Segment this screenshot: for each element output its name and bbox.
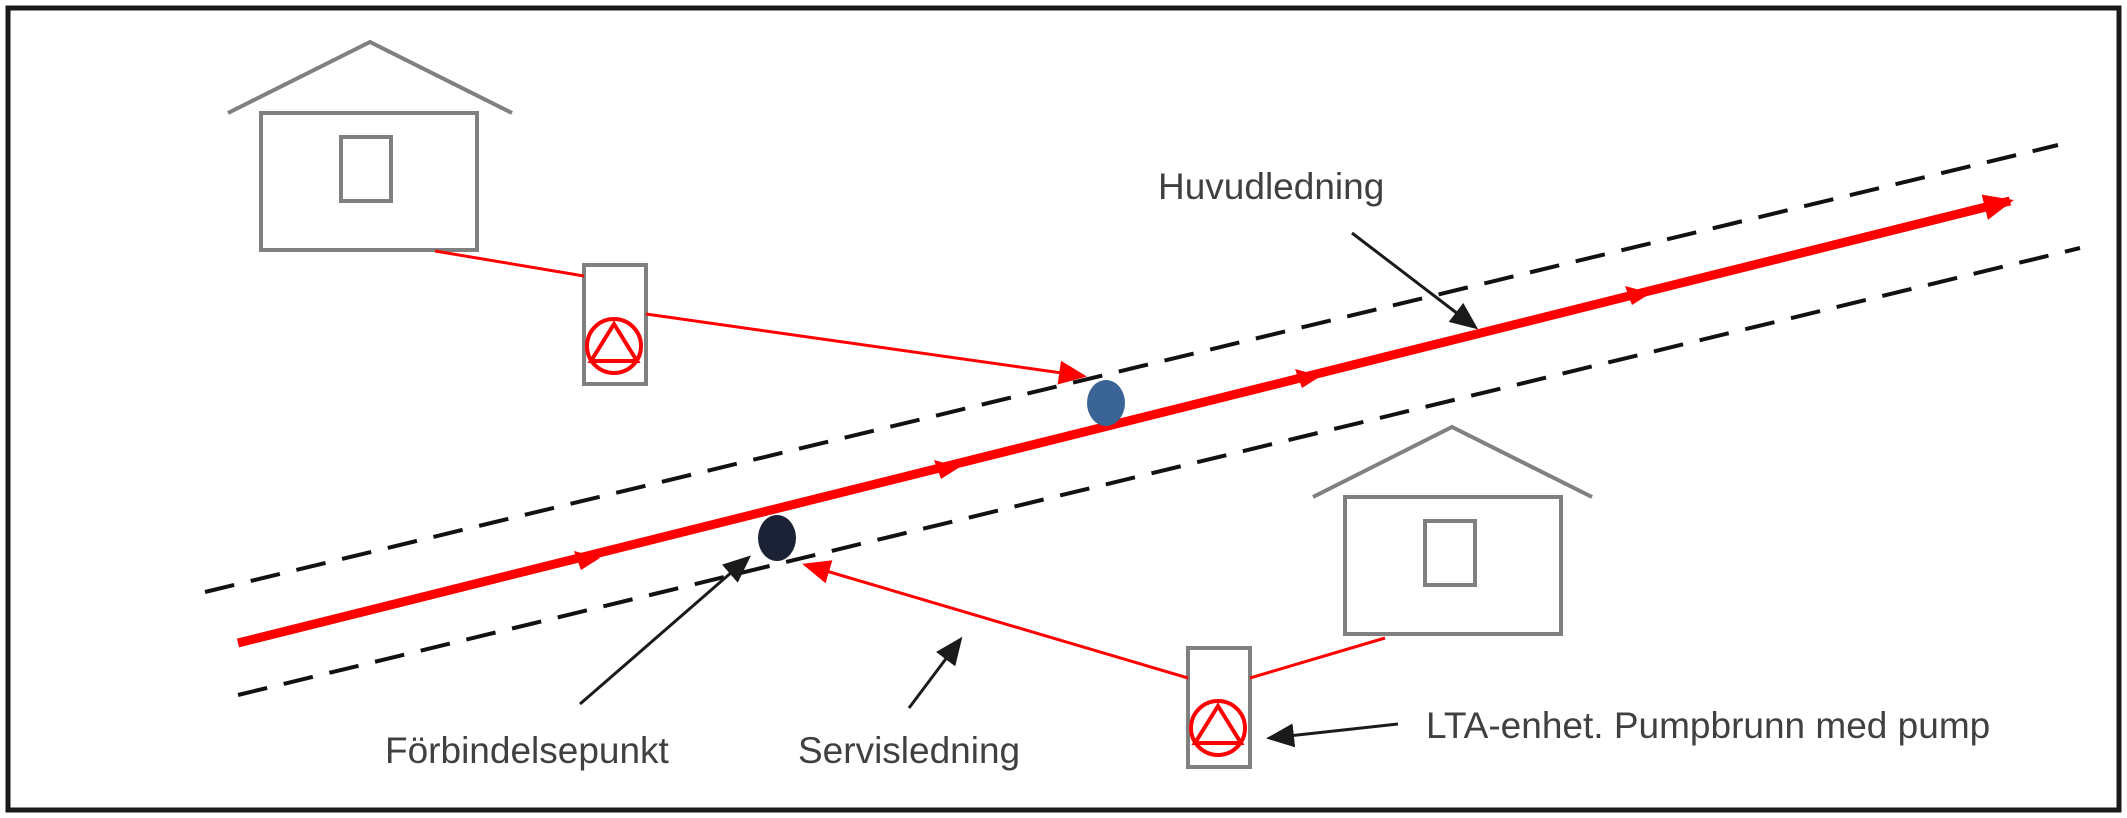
flow-arrow-1 bbox=[574, 551, 600, 570]
annotation-arrow-main-line bbox=[1351, 231, 1479, 330]
flow-arrow-2 bbox=[934, 460, 960, 479]
flow-arrow-4 bbox=[1625, 286, 1651, 305]
house-upper bbox=[227, 39, 513, 252]
label-main-line: Huvudledning bbox=[1158, 166, 1384, 207]
service-line-upper-well-to-main bbox=[645, 312, 1087, 385]
connection-point-lower bbox=[758, 515, 796, 561]
lower-dashed-boundary bbox=[237, 246, 2081, 697]
connection-point-upper bbox=[1087, 380, 1125, 426]
pump-well-lower bbox=[1186, 646, 1252, 769]
diagram-frame bbox=[5, 5, 2122, 813]
annotation-arrow-lta-unit bbox=[1266, 722, 1399, 748]
service-line-upper-house-to-well bbox=[434, 249, 585, 278]
pump-well-upper bbox=[582, 263, 648, 386]
service-line-lower-well-to-main bbox=[802, 560, 1189, 680]
service-line-lower-house-to-well bbox=[1249, 636, 1386, 680]
annotation-arrow-connection-point bbox=[579, 555, 752, 706]
flow-arrow-3 bbox=[1295, 369, 1321, 388]
house-lower bbox=[1312, 424, 1593, 636]
annotation-arrow-service-line bbox=[907, 636, 963, 709]
upper-dashed-boundary bbox=[204, 143, 2059, 594]
label-service-line: Servisledning bbox=[798, 730, 1020, 771]
main-line bbox=[236, 194, 2014, 648]
house-upper-window bbox=[339, 135, 393, 203]
label-connection-point: Förbindelsepunkt bbox=[385, 730, 670, 771]
house-lower-window bbox=[1423, 519, 1477, 587]
label-lta-unit: LTA-enhet. Pumpbrunn med pump bbox=[1426, 705, 1990, 746]
